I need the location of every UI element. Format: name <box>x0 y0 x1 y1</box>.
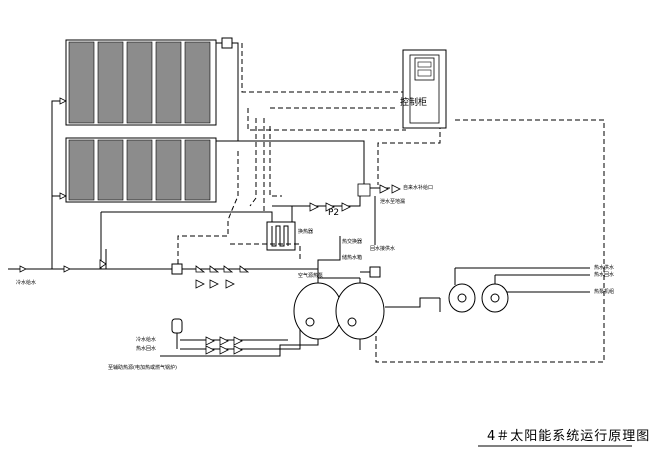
auxiliary-note-label: 至辅助热源(电加热或燃气锅炉) <box>108 365 177 371</box>
temperature-sensor-top <box>221 37 233 49</box>
heat-exchanger-label: 换热器 <box>298 229 314 235</box>
collector-panel <box>155 139 182 201</box>
cold-water-supply-label: 冷水给水 <box>136 337 157 343</box>
control-cabinet <box>402 49 447 129</box>
tap-water-inlet-label: 自来水补给口 <box>403 185 434 191</box>
air-source-note-label: 空气源热泵 <box>298 273 324 279</box>
collector-panel <box>155 41 182 124</box>
heat-pump-group-label: 热泵机组 <box>594 289 615 295</box>
tank-note-label: 储热水箱 <box>342 255 363 261</box>
control-cabinet-label: 控制柜 <box>400 98 428 108</box>
collector-panel <box>68 139 95 201</box>
drain-outlet-label: 泄水至地漏 <box>380 199 406 205</box>
storage-tank-1 <box>293 282 343 340</box>
hot-water-return-label: 热水回水 <box>594 272 615 278</box>
collector-panel <box>126 41 153 124</box>
solar-collector-array-lower <box>65 137 217 203</box>
collector-panel <box>126 139 153 201</box>
cold-water-inlet-label: 冷水给水 <box>16 280 37 286</box>
control-wiring-dashed <box>177 43 605 363</box>
valve-note-label: 热交换器 <box>342 239 363 245</box>
collector-panel <box>97 139 124 201</box>
diagram-title: 4＃太阳能系统运行原理图 <box>487 429 650 444</box>
return-water-note-label: 热水回水 <box>136 346 157 352</box>
storage-tank-2 <box>335 282 385 340</box>
collector-panel <box>68 41 95 124</box>
collector-panel <box>97 41 124 124</box>
storage-tanks <box>293 282 385 340</box>
heat-pump-units <box>448 283 509 313</box>
circulation-pump <box>369 266 381 278</box>
temperature-sensor-bottom <box>171 263 183 275</box>
collector-panel <box>184 139 211 201</box>
expansion-vessel <box>171 318 183 334</box>
pump-p2 <box>357 183 371 197</box>
controller-display <box>414 57 435 81</box>
solar-collector-array-upper <box>65 39 217 126</box>
return-to-supply-label: 回水接供水 <box>370 246 396 252</box>
collector-panel <box>184 41 211 124</box>
valves <box>19 97 401 355</box>
pump-p2-label: P2 <box>328 208 340 218</box>
pipes-solid <box>8 37 590 357</box>
hot-water-supply-label: 热水供水 <box>594 265 615 271</box>
